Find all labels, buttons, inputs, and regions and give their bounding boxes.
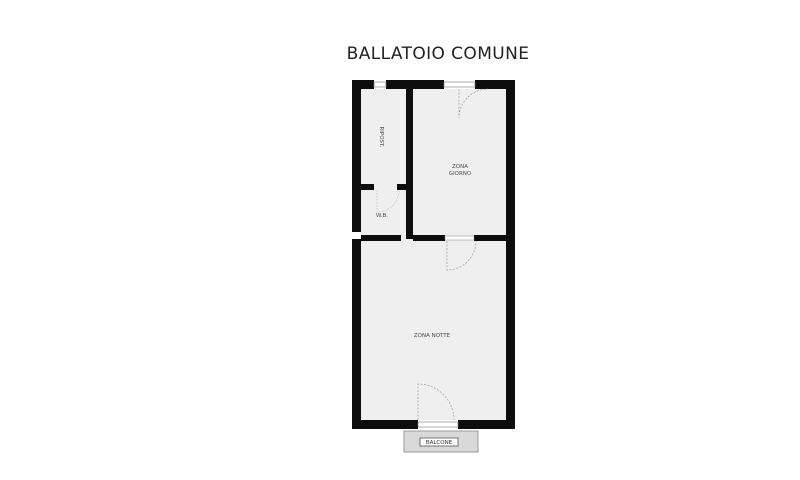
room-label-zona-notte: ZONA NOTTE: [414, 333, 451, 339]
wall-storage-right: [406, 89, 413, 239]
outer-wall-left-lower: [352, 239, 361, 429]
door-frame-night: [444, 235, 475, 241]
outer-wall-bottom-left: [352, 420, 418, 429]
wall-night-mid: [413, 235, 445, 241]
door-swing-day-night: [446, 240, 477, 271]
outer-wall-top-left: [352, 80, 374, 89]
window-top-right: [443, 81, 476, 88]
door-swing-entrance: [458, 88, 489, 119]
door-swing-balcony: [417, 383, 455, 421]
balcony-label-box: [419, 437, 459, 447]
room-label-ripostiglio: RIPOST.: [378, 126, 384, 147]
outer-wall-top-right: [475, 80, 515, 89]
wall-night-left: [361, 235, 401, 241]
door-swing-storage: [376, 189, 400, 213]
balcony-door-opening: [417, 421, 459, 428]
outer-wall-bottom-right: [458, 420, 515, 429]
wall-storage-bottom-left: [361, 184, 374, 190]
outer-wall-left-upper: [352, 80, 361, 232]
room-label-zona-giorno-2: GIORNO: [449, 171, 472, 177]
window-top-left: [373, 81, 387, 88]
outer-wall-top-mid: [386, 80, 444, 89]
wall-storage-bottom-right: [397, 184, 406, 190]
room-label-zona-giorno-1: ZONA: [452, 164, 468, 170]
wall-night-right: [474, 235, 506, 241]
outer-wall-right: [506, 80, 515, 429]
floor-area: [361, 89, 506, 420]
plan-title: BALLATOIO COMUNE: [346, 44, 530, 64]
room-label-balcone: BALCONE: [426, 440, 453, 446]
room-label-wc: W.B.: [376, 213, 388, 219]
